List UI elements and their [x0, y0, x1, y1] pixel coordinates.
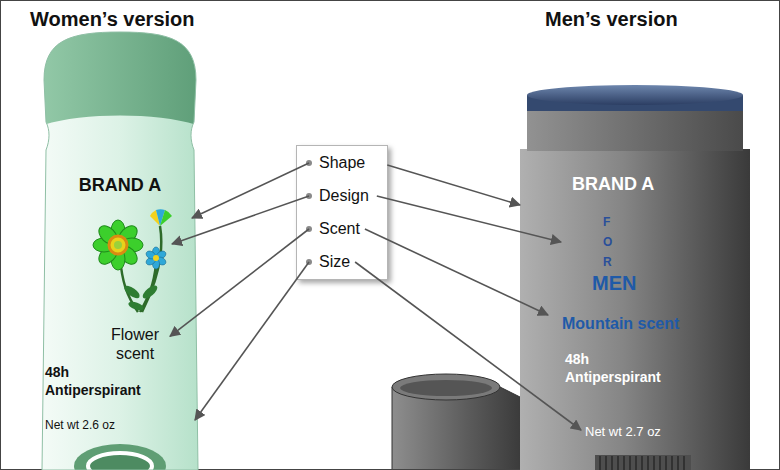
grill-line [671, 456, 673, 470]
bottle-outline [42, 32, 198, 470]
grill-line [635, 456, 637, 470]
product-stick: Men’s versionBRAND AFORMENMountain scent… [520, 85, 750, 470]
bottle-base [74, 444, 166, 470]
grill-line [629, 456, 631, 470]
feature-item: Size [319, 250, 350, 274]
grill-line [665, 456, 667, 470]
grill-line [659, 456, 661, 470]
grill-line [605, 456, 607, 470]
scent-label: Mountain scent [562, 315, 679, 333]
feature-arrow [387, 165, 520, 205]
feature-item: Scent [319, 217, 360, 241]
bottle-base-ring [88, 453, 152, 470]
product-bottle: Women’s versionBRAND AFlower scent48h An… [40, 30, 200, 470]
grill-line [599, 456, 601, 470]
design-word: MEN [592, 272, 636, 295]
scent-label: Flower scent [100, 325, 170, 363]
stick-body [520, 149, 750, 470]
feature-item: Shape [319, 151, 365, 175]
feature-box: ShapeDesignScentSize [296, 145, 388, 280]
feature-arrow [365, 229, 548, 315]
lid-rim [392, 374, 500, 400]
feature-arrow [170, 229, 309, 336]
size-label: Net wt 2.7 oz [585, 424, 661, 439]
flower-center [153, 255, 159, 261]
grill-line [653, 456, 655, 470]
design-letters: FOR [603, 212, 615, 272]
feature-arrow [355, 262, 581, 430]
lid-opening [400, 380, 492, 396]
grill-line [623, 456, 625, 470]
bottle-top-group [40, 30, 200, 470]
grill-line [617, 456, 619, 470]
grill-line [641, 456, 643, 470]
flower-core [114, 241, 122, 249]
stick-band [527, 109, 743, 151]
bottle-cap-band [40, 30, 200, 126]
leaf [127, 300, 144, 312]
feature-arrow [377, 196, 561, 242]
claim-label: 48h Antiperspirant [565, 350, 675, 386]
version-heading: Men’s version [545, 8, 678, 31]
fan-petal [160, 210, 172, 226]
brand-name: BRAND A [572, 174, 654, 195]
grill-line [611, 456, 613, 470]
flower-center [109, 236, 127, 254]
leaf [141, 283, 160, 301]
brand-name: BRAND A [40, 175, 200, 196]
feature-arrow [195, 262, 309, 420]
stick-grill [595, 455, 691, 470]
grill-line [677, 456, 679, 470]
grill-line [683, 456, 685, 470]
stick-cap-top [527, 85, 743, 105]
product-bottle-outline [40, 30, 200, 470]
version-heading: Women’s version [30, 8, 195, 31]
leaf [122, 284, 141, 301]
feature-arrow [172, 196, 309, 244]
claim-label: 48h Antiperspirant [45, 363, 155, 399]
feature-item: Design [319, 184, 369, 208]
grill-line [647, 456, 649, 470]
size-label: Net wt 2.6 oz [45, 418, 115, 432]
feature-arrow [192, 163, 309, 218]
